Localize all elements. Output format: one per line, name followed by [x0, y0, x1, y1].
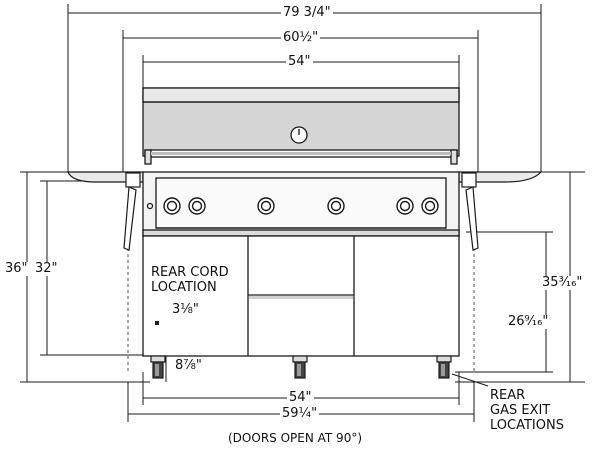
- dim-side-shelf-width: 60½": [281, 30, 321, 45]
- dim-height-overall: 36": [3, 261, 30, 276]
- casters: [150, 355, 452, 379]
- cart-base: [142, 235, 460, 357]
- dim-cord-height: 8⅞": [173, 358, 204, 373]
- dim-cord-offset: 3⅛": [170, 302, 201, 317]
- dim-hood-width: 54": [286, 54, 313, 69]
- rear-cord-line-2: LOCATION: [151, 280, 217, 295]
- dim-right-height-lower: 26⁹⁄₁₆": [506, 314, 551, 329]
- rear-cord-line-1: REAR CORD: [151, 265, 229, 280]
- dim-right-height-upper: 35³⁄₁₆": [540, 275, 585, 290]
- dim-overall-width: 79 3/4": [281, 5, 333, 20]
- side-shelves: [67, 171, 543, 251]
- cord-location-marker: [155, 321, 159, 325]
- dim-cart-width-doors-open: 59¼": [280, 406, 320, 421]
- gas-exit-leader: [451, 373, 489, 387]
- gas-exit-line-2: GAS EXIT: [490, 403, 551, 418]
- rear-gas-exit-label: REAR GAS EXIT LOCATIONS: [490, 388, 564, 433]
- burner-knobs: [163, 197, 439, 215]
- dim-height-counter: 32": [33, 261, 60, 276]
- doors-open-outline: [127, 236, 475, 372]
- gas-exit-line-3: LOCATIONS: [490, 418, 564, 433]
- rear-cord-location-label: REAR CORD LOCATION: [149, 265, 231, 295]
- dim-cart-width: 54": [287, 390, 314, 405]
- grill-hood: [142, 87, 460, 165]
- doors-open-caption: (DOORS OPEN AT 90°): [228, 431, 363, 445]
- gas-exit-line-1: REAR: [490, 388, 526, 403]
